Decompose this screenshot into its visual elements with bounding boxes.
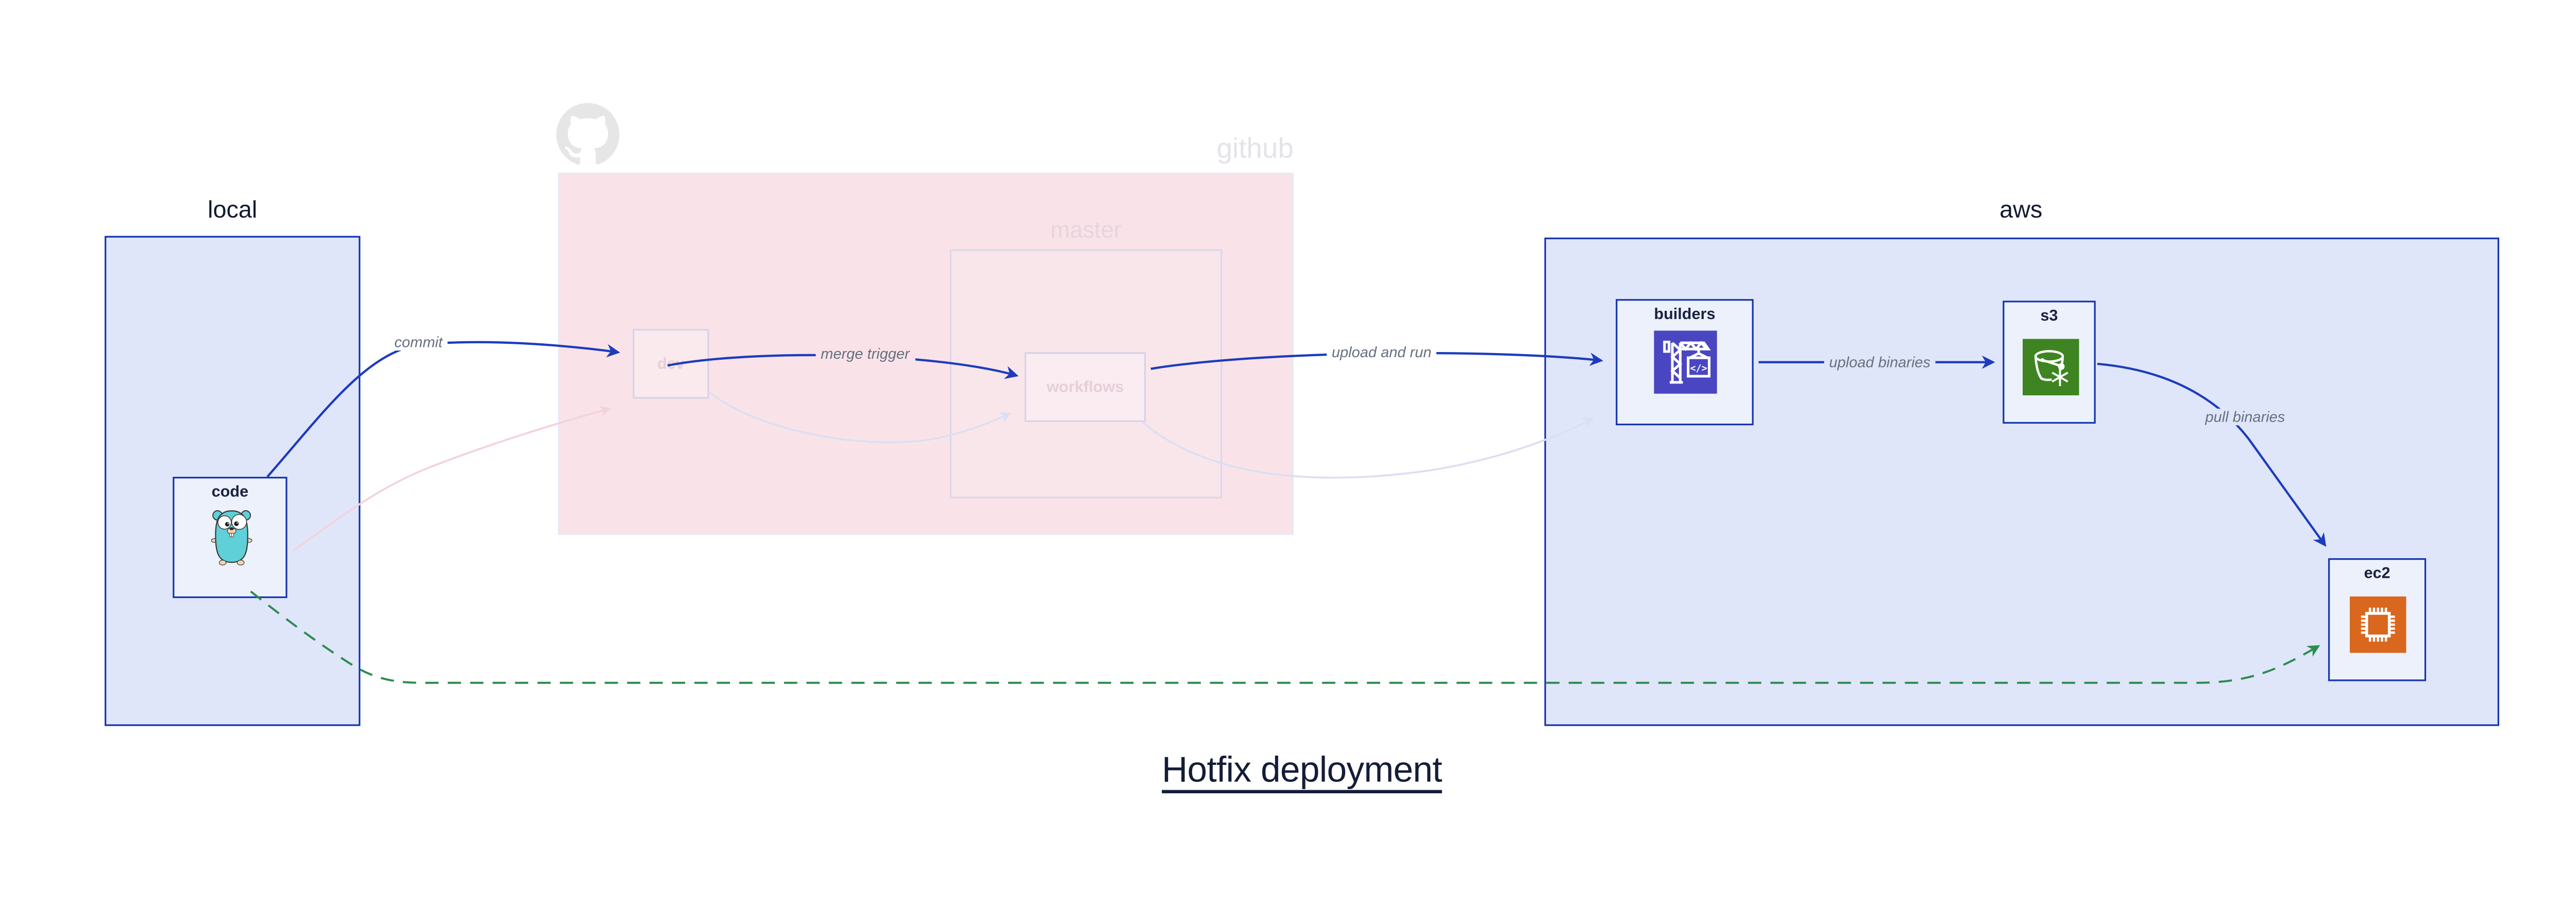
node-workflows: workflows [1024,352,1146,422]
aws-region-label: aws [1999,197,2043,225]
edge-label-merge-trigger: merge trigger [816,345,915,362]
edge-label-upload-and-run: upload and run [1327,344,1437,361]
octocat-icon [556,103,620,165]
edge-label-pull-binaries: pull binaries [2200,408,2290,426]
codebuild-crane-icon: </> [1654,330,1717,394]
diagram-title: Hotfix deployment [1162,750,1442,790]
master-branch-label: master [1050,216,1122,243]
node-ec2: ec2 [2328,558,2427,681]
ec2-chip-icon [2349,596,2406,653]
edge-label-upload-binaries: upload binaries [1824,354,1936,371]
ec2-node-label: ec2 [2364,564,2391,583]
s3-node-label: s3 [2040,307,2058,326]
github-region-label: github [1216,132,1294,165]
node-builders: builders </> [1616,299,1754,426]
code-node-label: code [211,483,249,502]
workflows-node-label: workflows [1046,378,1124,396]
builders-node-label: builders [1654,306,1716,324]
node-s3: s3 [2003,300,2096,424]
node-dev: dev [633,329,709,399]
builders-icon-glyph: </> [1690,363,1707,374]
s3-glacier-bucket-icon [2022,339,2079,396]
local-region-label: local [208,197,258,225]
node-code: code [173,477,287,598]
gopher-icon [211,510,252,565]
dev-node-label: dev [657,355,685,373]
edge-label-commit: commit [389,333,448,351]
